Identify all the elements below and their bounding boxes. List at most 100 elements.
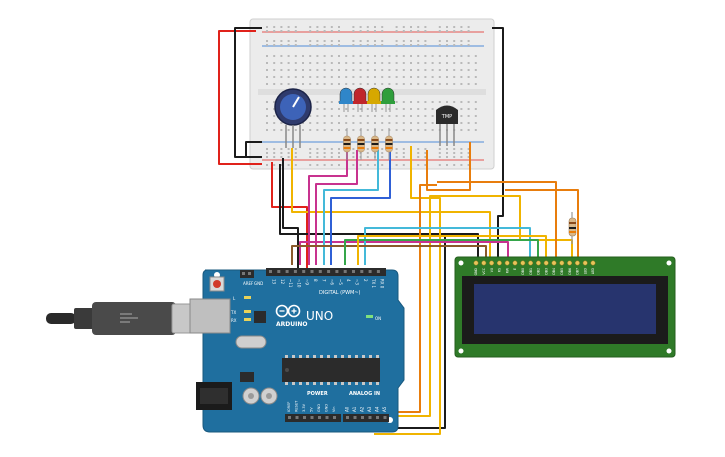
breadboard-resistors <box>343 128 393 160</box>
wire-orange-lcd-b <box>505 189 579 263</box>
mounting-hole <box>666 348 672 354</box>
usb-icon <box>120 313 138 323</box>
digital-header <box>266 268 386 276</box>
breadboard-holes <box>266 26 477 166</box>
power-pin-label: Vin <box>332 406 336 412</box>
usb-cable <box>46 302 209 335</box>
usb-cable-strain-relief <box>46 313 76 324</box>
lcd-pin-label: DB1 <box>529 268 533 275</box>
tmp-sensor-body <box>436 105 458 124</box>
lcd-pin-label: RW <box>505 267 509 273</box>
lcd-pin-label: DB5 <box>560 268 564 275</box>
digital-pin-label: 8 <box>313 279 318 282</box>
lcd-pin-header <box>473 260 596 266</box>
digital-header-pins <box>242 270 380 275</box>
lcd-pin-label: DB3 <box>544 268 548 275</box>
analog-pin-label: A3 <box>367 406 372 412</box>
lcd-pin-label: VCC <box>482 267 486 274</box>
digital-pin-label: ~3 <box>355 279 360 285</box>
led-group <box>339 87 395 112</box>
wire-magenta-led1 <box>308 146 348 265</box>
aref-label: AREF <box>243 281 254 286</box>
wires <box>218 27 579 435</box>
led-tx-label: TX <box>230 310 236 315</box>
wire-magenta-lcd <box>299 241 509 265</box>
digital-pin-label: ~5 <box>338 279 343 285</box>
wire-magenta-led2 <box>315 150 358 265</box>
power-pin-label: 5V <box>310 407 314 412</box>
usb-interface-chip <box>254 311 266 323</box>
arduino-brand: ARDUINO <box>276 321 307 328</box>
red-led <box>353 87 367 112</box>
wire-cyan-led <box>323 150 379 265</box>
digital-pin-label: 2 <box>363 279 368 282</box>
analog-header <box>343 414 389 422</box>
digital-header-label: DIGITAL (PWM~) <box>319 290 361 296</box>
led-tx-indicator <box>244 310 251 313</box>
lcd-pin-label: DB7 <box>576 268 580 275</box>
temperature-sensor: TMP <box>436 105 458 146</box>
mounting-hole <box>458 348 464 354</box>
wire-black-rail-bridge <box>245 141 262 157</box>
blue-led <box>339 87 353 112</box>
aref-gnd-header <box>240 270 254 278</box>
analog-pin-label: A0 <box>345 406 350 412</box>
resistor <box>343 128 351 160</box>
on-led-indicator <box>366 315 373 318</box>
lcd-pin-label: LED <box>591 267 595 274</box>
resistor <box>371 128 379 160</box>
lcd-pin-label: DB0 <box>521 268 525 275</box>
lcd-screen <box>474 284 656 334</box>
arduino-logo-icon <box>275 304 301 318</box>
wire-yellow-pot <box>291 148 491 263</box>
resistor <box>385 128 393 160</box>
lcd-backlight-resistor <box>568 212 577 244</box>
power-pin-label: GND <box>317 404 321 412</box>
analog-pin-label: A2 <box>360 406 365 412</box>
tmp-sensor-label: TMP <box>441 114 452 120</box>
digital-pin-label: ~11 <box>288 279 293 288</box>
wire-orange-lcd-a <box>437 181 557 263</box>
power-pin-label: RESET <box>295 400 299 412</box>
digital-pin-label: RX 0 <box>379 279 384 289</box>
digital-pin-label: ~9 <box>305 279 310 285</box>
wire-yellow-sensor-out <box>374 146 441 435</box>
power-pin-label: IOREF <box>287 402 291 412</box>
analog-in-label: ANALOG IN <box>349 391 380 397</box>
analog-pin-label: A5 <box>382 406 387 412</box>
mounting-hole <box>458 260 464 266</box>
wire-brown-lcd <box>291 245 487 265</box>
led-l-label: L <box>233 296 236 301</box>
lcd-pin-label: RS <box>498 268 502 272</box>
digital-pin-label: 12 <box>280 279 285 285</box>
usb-b-socket <box>189 298 231 334</box>
crystal-oscillator <box>235 335 267 349</box>
digital-pin-label: 13 <box>272 279 277 285</box>
led-rx-label: RX <box>231 318 237 323</box>
yellow-led <box>367 87 381 112</box>
wire-orange-sensor <box>426 142 471 191</box>
wire-black-lcd-gnd <box>279 164 479 263</box>
resistor <box>357 128 365 160</box>
wire-black-right <box>492 27 504 263</box>
led-rx-indicator <box>244 318 251 321</box>
bottom-header-pins <box>288 416 387 419</box>
mounting-hole <box>666 260 672 266</box>
led-l-indicator <box>244 296 251 299</box>
potentiometer[interactable] <box>274 88 312 148</box>
atmega-chip <box>282 358 380 382</box>
potentiometer-indicator <box>292 96 300 108</box>
digital-pin-label: ~6 <box>330 279 335 285</box>
power-label: POWER <box>307 391 328 397</box>
atmega-chip-pins <box>285 355 379 385</box>
wire-blue-led <box>330 150 391 265</box>
reset-button-cap[interactable] <box>213 280 221 288</box>
digital-pin-label: ~10 <box>296 279 301 288</box>
lcd-pin-label: DB6 <box>568 268 572 275</box>
